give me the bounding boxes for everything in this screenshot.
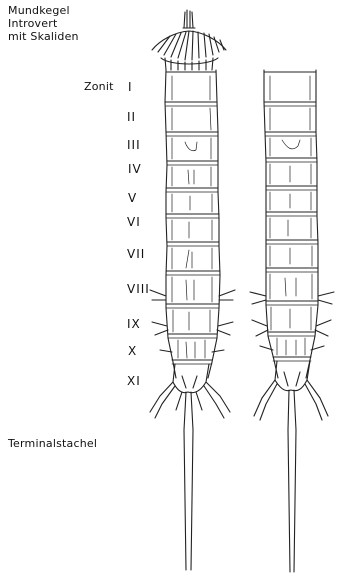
- terminal-spine-right: [288, 390, 296, 572]
- right-specimen: [250, 70, 334, 572]
- terminal-segment-right: [254, 361, 328, 420]
- mouth-cone: [183, 10, 195, 28]
- segment-boundaries-right: [264, 102, 318, 361]
- introvert-scalids: [152, 31, 226, 70]
- left-specimen: [150, 10, 235, 570]
- terminal-spine: [184, 392, 193, 570]
- lateral-spines: [150, 290, 235, 352]
- segment-details: [172, 76, 212, 358]
- terminal-segment: [150, 364, 230, 418]
- segment-details-right: [270, 76, 312, 355]
